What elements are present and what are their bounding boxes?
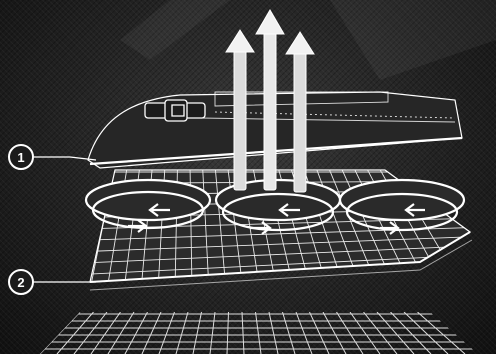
floor-grid <box>30 312 490 354</box>
callout-1-number: 1 <box>17 150 24 165</box>
callout-2-number: 2 <box>17 275 24 290</box>
airflow-loop-left <box>86 180 210 228</box>
callout-2: 2 <box>9 270 33 294</box>
arrow-up-icon <box>226 10 314 192</box>
background-watermark <box>120 0 496 80</box>
buckle-icon <box>145 100 205 121</box>
callout-1: 1 <box>9 145 33 169</box>
callout-leaders <box>34 157 96 282</box>
